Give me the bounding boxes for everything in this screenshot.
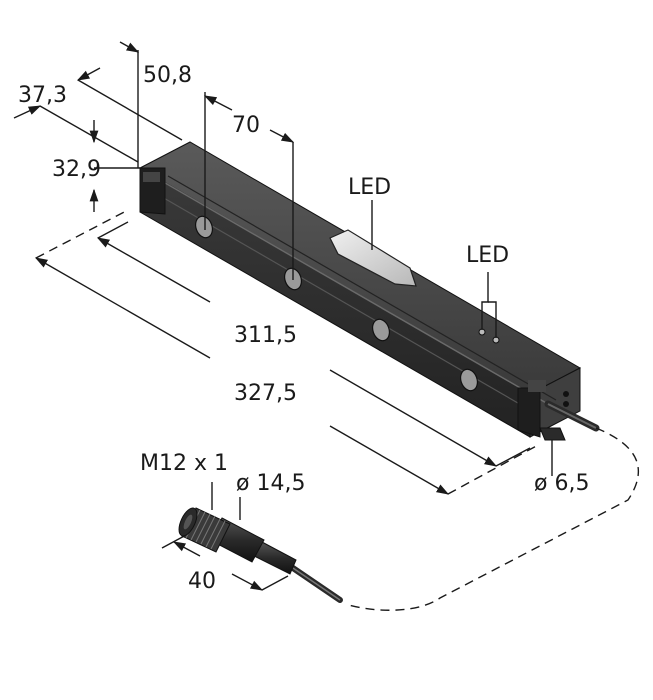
led-label-right: LED <box>466 243 509 268</box>
dim-width-37: 37,3 <box>18 83 67 108</box>
connector-length: 40 <box>188 569 216 594</box>
dim-height-32: 32,9 <box>52 157 101 182</box>
connector-thread: M12 x 1 <box>140 451 228 476</box>
sensor-housing <box>138 141 600 441</box>
led-window <box>329 229 417 287</box>
led-label-top: LED <box>348 175 391 200</box>
connector-diameter: ø 14,5 <box>236 471 305 496</box>
dimension-lines <box>13 41 640 611</box>
dim-length-311: 311,5 <box>234 323 297 348</box>
m12-connector <box>178 507 343 603</box>
dim-cable-diameter: ø 6,5 <box>534 471 589 496</box>
dim-length-327: 327,5 <box>234 381 297 406</box>
dim-spacing-70: 70 <box>232 113 260 138</box>
dim-width-50: 50,8 <box>143 63 192 88</box>
